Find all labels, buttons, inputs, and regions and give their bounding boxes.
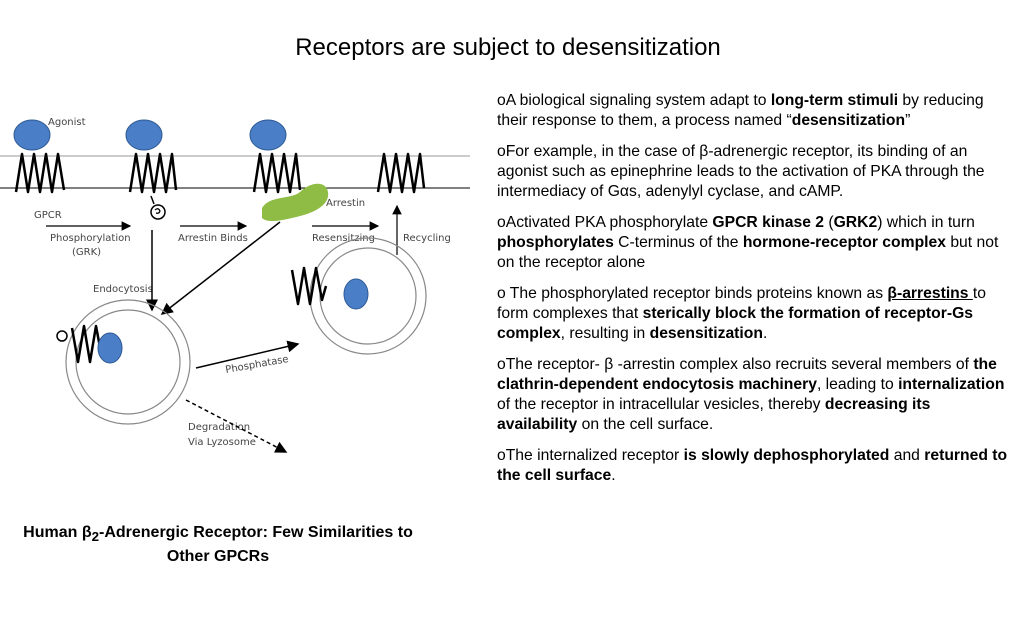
degradation-label: Degradation xyxy=(188,422,250,433)
phosphate-tag-icon xyxy=(150,204,166,220)
gpcr-receptor-1 xyxy=(14,152,66,194)
internalized-receptor xyxy=(70,324,104,364)
bullet-beta-adrenergic-example: oFor example, in the case of β-adrenergi… xyxy=(497,143,985,200)
bullet-desensitization-definition: oA biological signaling system adapt to … xyxy=(497,92,984,129)
resensitzing-label: Resensitzing xyxy=(312,233,375,244)
arrestin-blob xyxy=(262,183,329,222)
recycling-label: Recycling xyxy=(403,233,451,244)
bullet-list: oA biological signaling system adapt to … xyxy=(497,91,1009,497)
bullet-endocytosis-machinery: oThe receptor- β -arrestin complex also … xyxy=(497,356,1005,433)
gpcr-receptor-4 xyxy=(376,152,426,194)
diagram-caption: Human β2-Adrenergic Receptor: Few Simila… xyxy=(23,524,413,566)
endocytosis-label: Endocytosis xyxy=(93,284,153,295)
gpcr-receptor-2 xyxy=(128,152,178,194)
recycling-receptor xyxy=(290,266,328,306)
grk-label: (GRK) xyxy=(72,247,101,258)
internalized-agonist xyxy=(97,332,123,364)
bullet-pka-grk2: oActivated PKA phosphorylate GPCR kinase… xyxy=(497,214,999,271)
arrestin-to-vesicle-arrow xyxy=(160,221,281,315)
degradation-arrow xyxy=(185,399,288,453)
recycling-vesicle xyxy=(309,237,427,355)
via-lyzosome-label: Via Lyzosome xyxy=(188,437,256,448)
phosphatase-arrow xyxy=(195,340,300,369)
phosphorylation-label: Phosphorylation xyxy=(50,233,131,244)
arrestin-label: Arrestin xyxy=(326,198,365,209)
diagram-svg: Agonist GPCR Phosphorylation (GRK) Arres… xyxy=(0,117,470,453)
gpcr-receptor-3 xyxy=(252,152,302,194)
bullet-dephosphorylation: oThe internalized receptor is slowly dep… xyxy=(497,447,1008,484)
agonist-label: Agonist xyxy=(48,117,86,128)
recycling-agonist xyxy=(343,278,369,310)
endocytic-vesicle xyxy=(65,299,191,425)
phosphate-tag-2-icon xyxy=(56,330,68,342)
gpcr-label: GPCR xyxy=(34,210,62,221)
desensitization-diagram: Agonist GPCR Phosphorylation (GRK) Arres… xyxy=(0,100,470,470)
agonist-1 xyxy=(13,119,51,151)
slide-title: Receptors are subject to desensitization xyxy=(295,34,721,61)
arrestin-binds-label: Arrestin Binds xyxy=(178,233,248,244)
phosphatase-label: Phosphatase xyxy=(225,354,290,376)
agonist-3 xyxy=(249,119,287,151)
agonist-2 xyxy=(125,119,163,151)
bullet-beta-arrestins: o The phosphorylated receptor binds prot… xyxy=(497,285,986,342)
